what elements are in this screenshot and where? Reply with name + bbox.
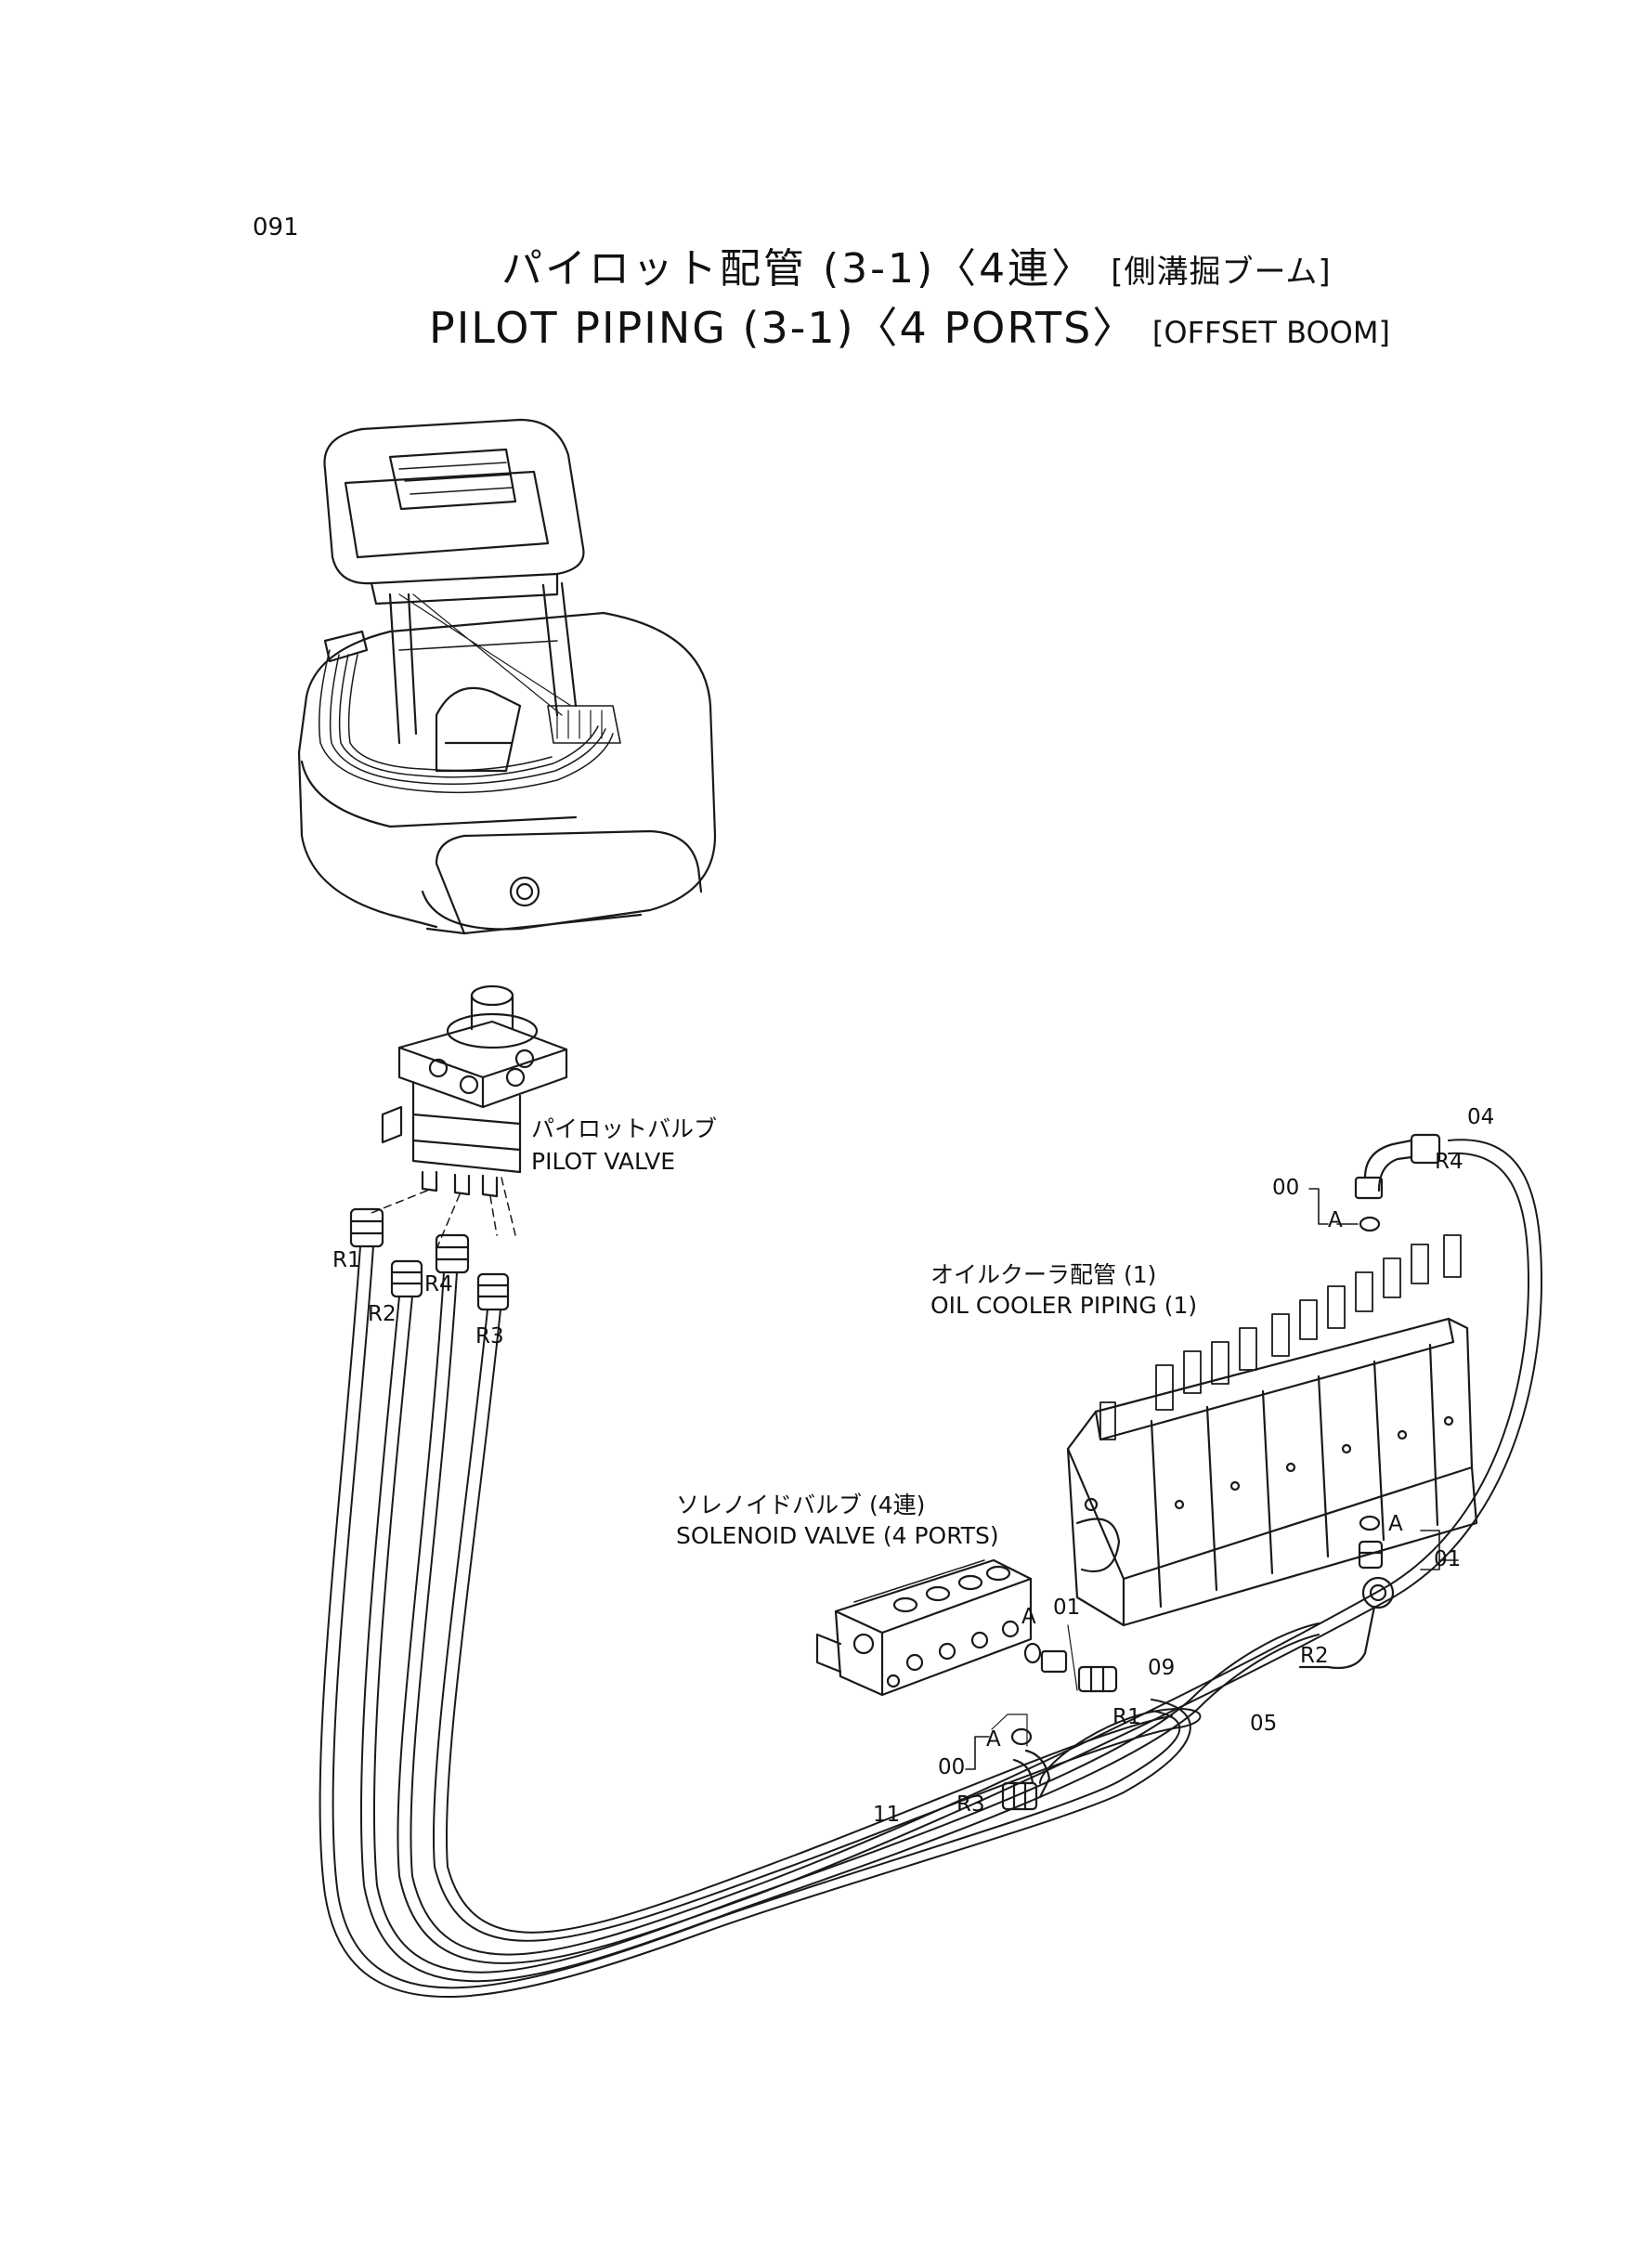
- solenoid-valve-label-jp: ソレノイドバルブ (4連): [676, 1492, 926, 1518]
- pilot-hoses: [319, 1139, 1542, 1998]
- title-japanese-bracket: [側溝掘ブーム]: [1111, 254, 1332, 291]
- part-number-01-solenoid: 01: [1053, 1596, 1081, 1620]
- solenoid-valve-illustration: [815, 1558, 1033, 1697]
- detail-a-leaders: [965, 1188, 1459, 1770]
- solenoid-valve-label-en: SOLENOID VALVE (4 PORTS): [676, 1522, 999, 1549]
- title-japanese-main: パイロット配管 (3-1)〈4連〉: [501, 245, 1096, 293]
- title-english-bracket: [OFFSET BOOM]: [1151, 315, 1390, 350]
- detail-a-label-bottom: A: [986, 1727, 1001, 1752]
- part-number-05: 05: [1250, 1712, 1278, 1736]
- title-japanese: パイロット配管 (3-1)〈4連〉 [側溝掘ブーム]: [501, 249, 1332, 290]
- part-number-11: 11: [873, 1803, 901, 1827]
- port-label-r1: R1: [332, 1248, 361, 1272]
- part-number-00-top: 00: [1272, 1176, 1300, 1200]
- part-number-04: 04: [1467, 1105, 1495, 1129]
- pilot-valve-label-jp: パイロットバルブ: [531, 1115, 718, 1142]
- port-label-r3: R3: [475, 1324, 504, 1348]
- title-english: PILOT PIPING (3-1)〈4 PORTS〉 [OFFSET BOOM…: [429, 306, 1390, 349]
- part-number-09: 09: [1148, 1656, 1176, 1680]
- port-label-r1-valve: R1: [1112, 1705, 1141, 1729]
- port-label-r4: R4: [424, 1272, 453, 1296]
- pilot-hose-fittings: [349, 1207, 510, 1311]
- control-valve-illustration: [1066, 1133, 1478, 1670]
- part-number-00-bottom: 00: [938, 1755, 966, 1779]
- detail-a-label-right: A: [1388, 1512, 1403, 1536]
- pilot-valve-illustration: [371, 984, 568, 1250]
- title-english-main: PILOT PIPING (3-1)〈4 PORTS〉: [429, 303, 1138, 353]
- port-label-r3-valve: R3: [956, 1792, 985, 1817]
- oil-cooler-label-jp: オイルクーラ配管 (1): [930, 1261, 1157, 1288]
- part-number-01-right: 01: [1434, 1547, 1462, 1571]
- detail-a-label-solenoid: A: [1021, 1605, 1036, 1629]
- port-label-r2-valve: R2: [1300, 1644, 1329, 1668]
- detail-a-label-top: A: [1328, 1208, 1343, 1232]
- page-number: 091: [253, 214, 299, 241]
- oil-cooler-label-en: OIL COOLER PIPING (1): [930, 1292, 1198, 1319]
- port-label-r4-valve: R4: [1435, 1150, 1463, 1174]
- pilot-valve-label-en: PILOT VALVE: [531, 1148, 676, 1175]
- solenoid-fittings: [991, 1624, 1118, 1811]
- excavator-illustration: [297, 418, 717, 935]
- port-label-r2: R2: [368, 1302, 397, 1326]
